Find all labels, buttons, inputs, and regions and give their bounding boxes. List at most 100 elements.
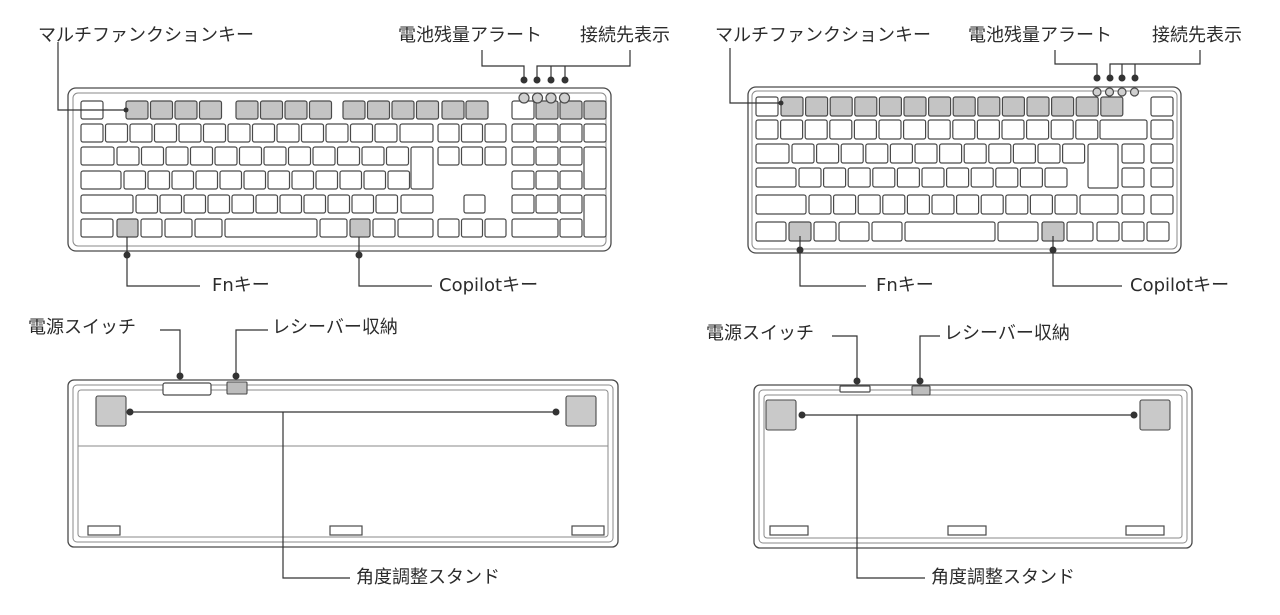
leader-dot [547,76,555,84]
key [178,123,202,143]
key [153,123,178,143]
key [952,119,976,140]
key [997,221,1039,242]
numpad-key [559,170,583,190]
key [921,167,945,188]
rubber-foot [1125,525,1165,536]
numpad-enter-key [583,194,607,238]
alt-key [838,221,870,242]
arrow-up-key [463,194,486,214]
multifunction-key [391,100,415,120]
key [1050,119,1074,140]
key [116,146,140,166]
ctrl-key [80,218,114,238]
stand-left-icon [765,399,797,431]
numpad-key [535,123,559,143]
arrow-key [1121,221,1145,242]
battery-alert-leader [1054,50,1098,78]
multifunction-key [125,100,149,120]
full-battery-alert-label: 電池残量アラート [398,25,542,46]
leader-dot [798,411,806,419]
key [808,194,832,215]
multifunction-key [366,100,391,120]
numpad-key [511,123,535,143]
key [906,194,931,215]
receiver-leader [919,335,940,380]
multifunction-key [235,100,259,120]
key [1025,119,1050,140]
compact-keyboard-back-view [753,335,1193,579]
multifunction-key [903,96,927,117]
leader-dot [1093,74,1101,82]
key [147,170,171,190]
multifunction-key [259,100,284,120]
key [219,170,243,190]
multifunction-key [583,100,607,120]
key [207,194,231,214]
compact-multifunction-label: マルチファンクションキー [715,25,931,46]
numpad-plus-key [583,146,607,190]
key [231,194,255,214]
power-switch-leader [160,329,181,375]
key [938,143,963,164]
compact-connection-display-label: 接続先表示 [1152,25,1242,46]
key [847,167,871,188]
multifunction-key [198,100,223,120]
numpad-key [511,146,535,166]
key [339,170,363,190]
key [171,170,195,190]
leader-dot [1131,74,1139,82]
numpad-key [559,146,583,166]
status-led-icon [545,92,557,104]
key [140,146,165,166]
back-case-inner-2 [763,394,1183,539]
key [351,194,375,214]
leader-dot [176,372,184,380]
key [927,119,951,140]
left-shift-key [80,194,134,214]
stand-right-icon [565,395,597,427]
status-led-icon [531,92,544,104]
fn-key-leader [799,236,866,287]
leader-dot [778,100,784,106]
key [1044,167,1068,188]
multifunction-key [780,96,804,117]
numpad-key [535,170,559,190]
status-led-icon [1117,87,1127,97]
leader-dot [123,107,129,113]
left-shift-key [755,194,807,215]
key [251,123,276,143]
multifunction-key [804,96,829,117]
back-case-inner-2 [77,389,609,538]
key [1075,119,1099,140]
multifunction-leader [729,48,781,104]
status-led-icon [518,92,530,104]
rubber-foot [947,525,987,536]
key [227,123,251,143]
right-shift-key [1079,194,1119,215]
compact-copilot-key-label: Copilotキー [1130,275,1230,296]
key [375,194,399,214]
multifunction-key [342,100,366,120]
keyboard-body-inner [751,90,1178,250]
key [279,194,303,214]
key [159,194,183,214]
multifunction-key [1050,96,1075,117]
win-key [140,218,163,238]
arrow-key [1146,221,1170,242]
multifunction-key [441,100,465,120]
key [336,146,361,166]
key [970,167,994,188]
key [1150,194,1174,215]
key [287,146,312,166]
connection-display-leader [536,50,631,80]
right-shift-key [400,194,434,214]
keyboard-body-outline [747,86,1182,254]
key [1005,194,1029,215]
multifunction-key [1026,96,1050,117]
nav-key [437,146,460,166]
key [914,143,938,164]
key [135,194,159,214]
key [104,123,129,143]
multifunction-leader [57,42,126,111]
